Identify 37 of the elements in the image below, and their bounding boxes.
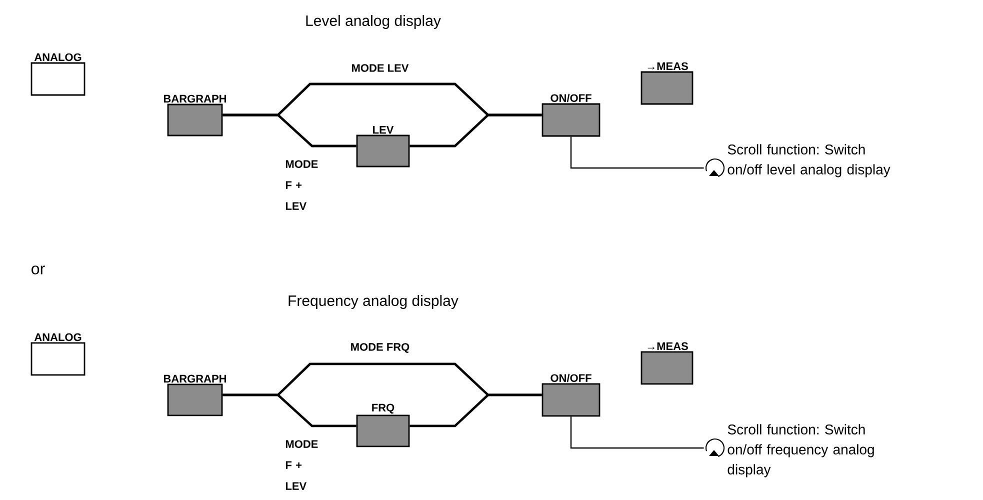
edge-label: MODE LEV <box>352 64 409 72</box>
shaded-key: FRQ <box>356 404 410 448</box>
scroll-symbol <box>706 438 725 457</box>
shaded-key: →MEAS <box>640 342 694 385</box>
heading-text: or <box>32 266 45 274</box>
node-label: ANALOG <box>34 333 82 342</box>
shaded-key: BARGRAPH <box>164 94 226 136</box>
edge-label: MODE F + LEV <box>286 160 318 210</box>
node-label: →MEAS <box>648 342 688 350</box>
node-label: FRQ <box>372 404 394 414</box>
connector-line <box>570 136 704 169</box>
shaded-key: LEV <box>356 126 410 168</box>
edge-label: MODE FRQ <box>351 343 410 353</box>
node-label: ON/OFF <box>550 374 592 382</box>
node-label: LEV <box>373 126 394 134</box>
node-label: BARGRAPH <box>164 374 226 383</box>
connector-line <box>570 416 704 449</box>
node-label: ANALOG <box>34 53 82 62</box>
heading-text: Level analog display <box>306 15 441 29</box>
key-button: ANALOG <box>30 333 86 376</box>
connector-line <box>410 394 542 428</box>
key-button: ANALOG <box>30 53 86 96</box>
node-label: BARGRAPH <box>164 94 226 103</box>
scroll-symbol <box>706 158 725 177</box>
connector-line <box>222 394 356 428</box>
shaded-key: BARGRAPH <box>164 374 226 416</box>
edge-label: MODE F + LEV <box>286 440 318 490</box>
shaded-key: →MEAS <box>640 62 694 105</box>
connector-line <box>410 114 542 148</box>
heading-text: Frequency analog display <box>288 295 458 309</box>
shaded-key: ON/OFF <box>542 374 600 417</box>
connector-line <box>222 114 356 148</box>
scroll-description: Scroll function: Switch on/off frequency analog display <box>728 424 874 478</box>
scroll-description: Scroll function: Switch on/off level analog display <box>728 144 890 178</box>
shaded-key: ON/OFF <box>542 94 600 137</box>
node-label: →MEAS <box>648 62 688 70</box>
node-label: ON/OFF <box>550 94 592 102</box>
